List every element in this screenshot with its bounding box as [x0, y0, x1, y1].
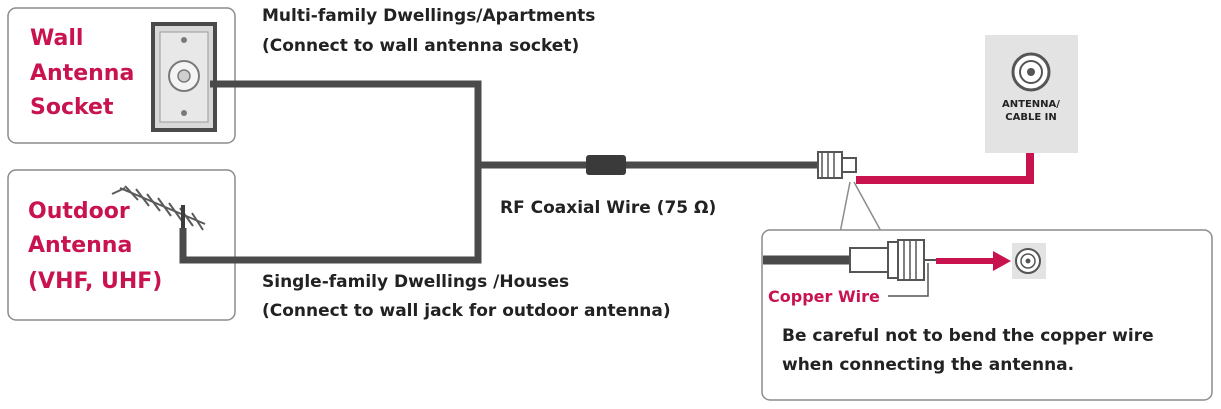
caution-line-1: Be careful not to bend the copper wire: [782, 326, 1154, 346]
wall-socket-label-line-2: Antenna: [30, 61, 134, 86]
cable-ferrite-core: [586, 155, 626, 175]
callout-pointer: [839, 181, 883, 234]
multi-family-note: (Connect to wall antenna socket): [262, 36, 579, 56]
copper-wire-detail-box: Copper Wire Be careful not to bend the c…: [761, 229, 1213, 401]
outdoor-antenna-box: Outdoor Antenna (VHF, UHF): [7, 169, 236, 321]
caution-line-2: when connecting the antenna.: [782, 355, 1074, 375]
coaxial-cable-lines: [179, 80, 840, 264]
wall-socket-plate-icon: [151, 22, 217, 132]
detail-f-connector-icon: [849, 239, 936, 281]
wall-socket-label-line-1: Wall: [30, 26, 83, 51]
copper-wire-label: Copper Wire: [768, 287, 880, 306]
port-label-line-2: CABLE IN: [1005, 112, 1056, 123]
detail-port-icon: [1012, 243, 1046, 279]
copper-wire-pointer: [888, 263, 929, 297]
wall-socket-label-line-3: Socket: [30, 95, 114, 120]
single-family-note: (Connect to wall jack for outdoor antenn…: [262, 301, 671, 321]
wall-antenna-socket-box: Wall Antenna Socket: [7, 7, 236, 144]
port-label-line-1: ANTENNA/: [1002, 99, 1060, 110]
detail-arrow-right-icon: [993, 251, 1011, 271]
outdoor-antenna-label-line-2: Antenna: [28, 233, 132, 258]
outdoor-antenna-label-line-1: Outdoor: [28, 199, 130, 224]
yagi-antenna-icon: [111, 185, 206, 232]
single-family-label: Single-family Dwellings /Houses: [262, 272, 569, 292]
outdoor-antenna-label-line-3: (VHF, UHF): [28, 269, 162, 294]
multi-family-label: Multi-family Dwellings/Apartments: [262, 6, 595, 26]
tv-antenna-port-panel: ANTENNA/ CABLE IN: [985, 35, 1078, 153]
f-connector-icon: [817, 151, 857, 179]
coaxial-wire-label: RF Coaxial Wire (75 Ω): [500, 198, 716, 218]
